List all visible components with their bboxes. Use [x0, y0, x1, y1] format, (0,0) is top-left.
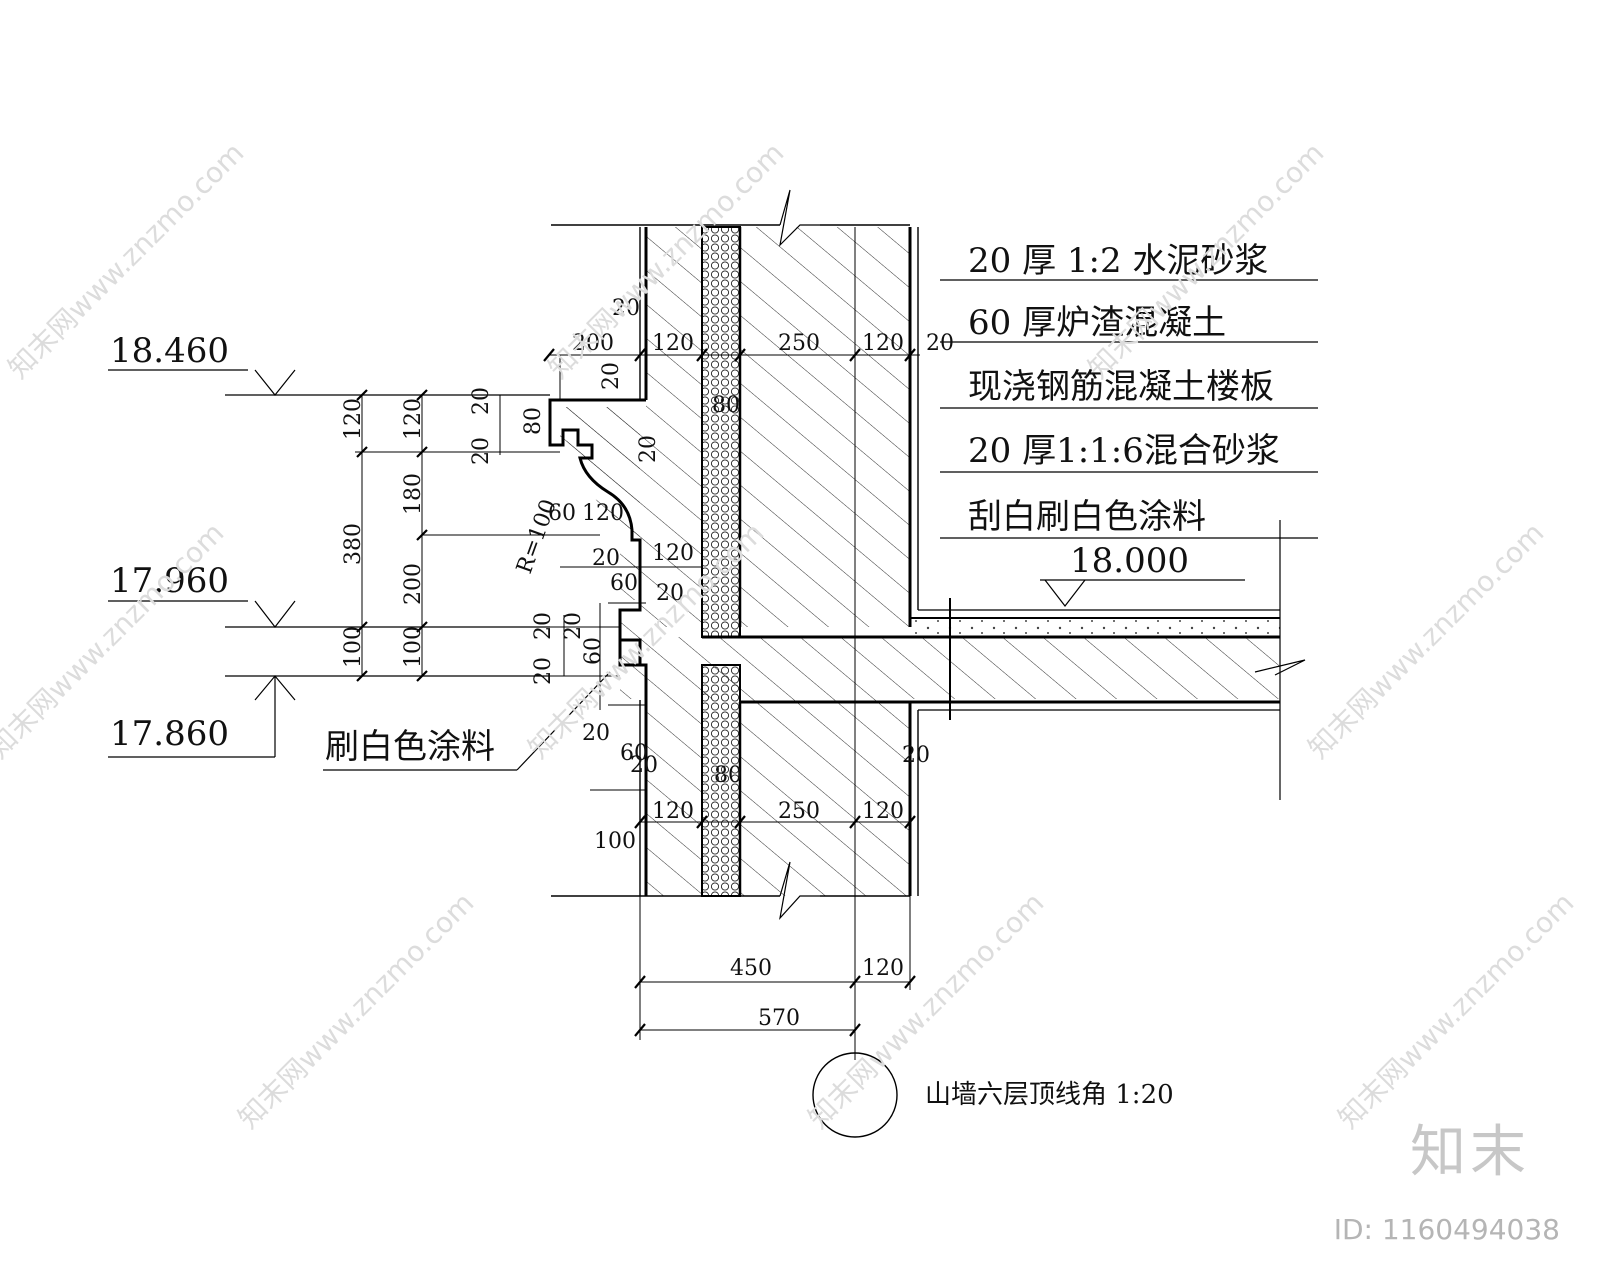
watermark-9: 知末网www.znzmo.com	[1332, 886, 1581, 1135]
dim-mid-120a: 120	[582, 501, 624, 526]
layer-mortar: 20 厚 1:2 水泥砂浆	[968, 241, 1268, 281]
dim-low-60: 60	[620, 741, 648, 766]
dim-left-120: 120	[341, 398, 366, 440]
dim-mid-20c: 20	[656, 581, 684, 606]
dim-small-60: 60	[581, 637, 606, 665]
dim-small-20b: 20	[469, 437, 494, 465]
dim-mid-20b: 20	[592, 546, 620, 571]
dim-inner-200: 200	[401, 563, 426, 605]
dim-bot-120a: 120	[652, 799, 694, 824]
layer-white-paint: 刮白刷白色涂料	[968, 497, 1206, 537]
elevation-17960: 17.960	[110, 561, 229, 601]
dim-inner-100: 100	[401, 626, 426, 668]
elevation-18460: 18.460	[110, 331, 229, 371]
dim-small-80: 80	[521, 407, 546, 435]
dim-top-120b: 120	[862, 331, 904, 356]
dim-small-20e: 20	[561, 612, 586, 640]
dim-top-20a: 20	[612, 296, 640, 321]
dim-low-80: 80	[714, 763, 742, 788]
dim-mid-60a: 60	[548, 501, 576, 526]
wall-outlines	[551, 189, 919, 920]
dim-small-20d: 20	[531, 657, 556, 685]
dim-top-200: 200	[572, 331, 614, 356]
dim-inner-120: 120	[401, 398, 426, 440]
dimension-texts: 20 200 120 250 120 20 20 120 380 100 120…	[341, 296, 954, 1031]
dim-left-100: 100	[341, 626, 366, 668]
dim-small-20c: 20	[531, 612, 556, 640]
brand-id: ID: 1160494038	[1333, 1213, 1560, 1246]
dim-mid-20a: 20	[636, 435, 661, 463]
paint-note: 刷白色涂料	[325, 727, 495, 767]
dim-bot-250: 250	[778, 799, 820, 824]
layer-mixed-mortar: 20 厚1:1:6混合砂浆	[968, 431, 1280, 471]
drip-edge	[618, 640, 648, 700]
dim-top-20c: 20	[599, 362, 624, 390]
dim-mid-60b: 60	[610, 571, 638, 596]
layer-slab: 现浇钢筋混凝土楼板	[968, 367, 1274, 407]
dim-small-20a: 20	[469, 387, 494, 415]
drawing-title: 山墙六层顶线角 1:20	[925, 1080, 1174, 1110]
layer-slag-concrete: 60 厚炉渣混凝土	[968, 303, 1226, 343]
dim-mid-120b: 120	[652, 541, 694, 566]
elevation-labels: 18.460 17.960 17.860 18.000	[110, 331, 1189, 754]
dim-bot-100: 100	[594, 829, 636, 854]
dim-total-570: 570	[758, 1006, 800, 1031]
dim-total-120: 120	[862, 956, 904, 981]
brand-logo: 知末	[1410, 1120, 1530, 1185]
dim-low-20a: 20	[582, 721, 610, 746]
dim-mid-80: 80	[712, 393, 740, 418]
dim-bot-120b: 120	[862, 799, 904, 824]
watermark-7: 知末网www.znzmo.com	[232, 886, 481, 1135]
dim-top-120a: 120	[652, 331, 694, 356]
dim-total-450: 450	[730, 956, 772, 981]
dim-low-20b: 20	[630, 753, 658, 778]
elevation-17860: 17.860	[110, 714, 229, 754]
elevation-markers	[108, 279, 1318, 1138]
dim-top-20b: 20	[926, 331, 954, 356]
slab-outlines	[702, 520, 1306, 800]
dim-low-20c: 20	[902, 743, 930, 768]
dim-inner-180: 180	[401, 473, 426, 515]
elevation-18000: 18.000	[1070, 541, 1189, 581]
cornice-profile	[548, 398, 646, 667]
dim-top-250: 250	[778, 331, 820, 356]
layer-callouts: 20 厚 1:2 水泥砂浆 60 厚炉渣混凝土 现浇钢筋混凝土楼板 20 厚1:…	[325, 241, 1280, 767]
dim-left-380: 380	[341, 523, 366, 565]
watermark-6: 知末网www.znzmo.com	[1302, 516, 1551, 765]
